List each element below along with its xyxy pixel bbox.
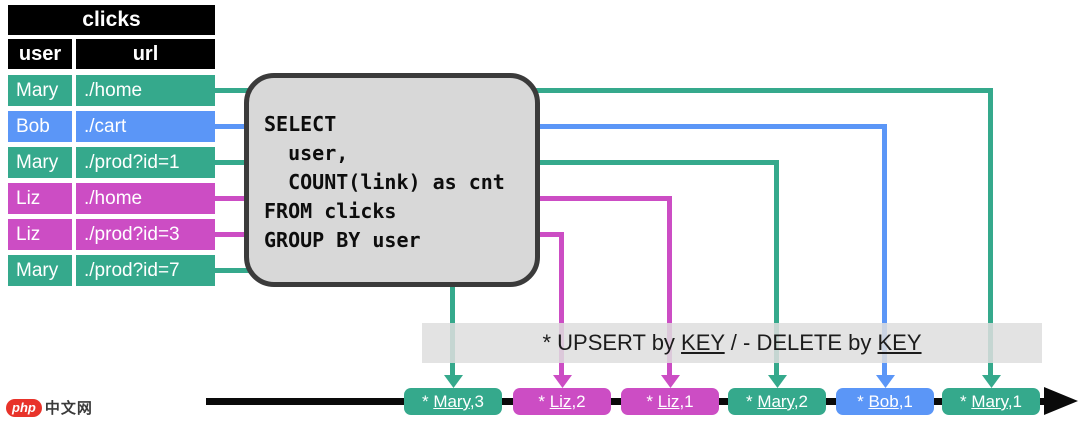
arrow-down-icon: [876, 375, 895, 388]
arrow-down-icon: [982, 375, 1001, 388]
column-header-user: user: [8, 39, 72, 69]
event-prefix: *: [857, 392, 869, 411]
event-name: Liz: [549, 392, 572, 411]
timeline-arrow-icon: [1044, 387, 1078, 415]
band-text: / - DELETE by: [724, 330, 878, 355]
event-box: * Liz,1: [621, 388, 719, 415]
connector-line: [667, 196, 672, 377]
arrow-down-icon: [661, 375, 680, 388]
connector-line: [559, 232, 564, 377]
event-box: * Bob,1: [836, 388, 934, 415]
table-cell-user: Bob: [8, 111, 72, 142]
event-count: ,3: [469, 392, 485, 411]
key-underlined: KEY: [877, 330, 922, 355]
sql-query-text: SELECT user, COUNT(link) as cnt FROM cli…: [264, 112, 505, 252]
event-prefix: *: [745, 392, 758, 411]
event-name: Liz: [657, 392, 680, 411]
event-name: Mary: [757, 392, 794, 411]
table-title: clicks: [8, 5, 215, 35]
event-prefix: *: [959, 392, 972, 411]
connector-line: [215, 88, 993, 93]
event-box: * Liz,2: [513, 388, 611, 415]
table-cell-user: Liz: [8, 219, 72, 250]
sql-query-box: SELECT user, COUNT(link) as cnt FROM cli…: [244, 73, 540, 287]
event-count: ,2: [793, 392, 809, 411]
table-cell-user: Mary: [8, 75, 72, 106]
connector-line: [988, 88, 993, 377]
connector-line: [882, 124, 887, 377]
event-count: ,2: [571, 392, 586, 411]
arrow-down-icon: [444, 375, 463, 388]
event-box: * Mary,1: [942, 388, 1040, 415]
connector-line: [215, 124, 887, 129]
band-text: * UPSERT by: [542, 330, 682, 355]
watermark-text: 中文网: [44, 400, 93, 417]
event-count: ,1: [679, 392, 694, 411]
event-name: Mary: [433, 392, 470, 411]
event-box: * Mary,2: [728, 388, 826, 415]
event-count: ,1: [898, 392, 913, 411]
event-box: * Mary,3: [404, 388, 502, 415]
column-header-url: url: [76, 39, 215, 69]
table-cell-url: ./prod?id=7: [76, 255, 215, 286]
event-name: Mary: [971, 392, 1008, 411]
event-prefix: *: [421, 392, 434, 411]
arrow-down-icon: [553, 375, 572, 388]
table-cell-url: ./prod?id=3: [76, 219, 215, 250]
event-prefix: *: [538, 392, 550, 411]
table-cell-user: Mary: [8, 255, 72, 286]
table-cell-url: ./cart: [76, 111, 215, 142]
table-cell-url: ./home: [76, 75, 215, 106]
table-cell-user: Mary: [8, 147, 72, 178]
arrow-down-icon: [768, 375, 787, 388]
event-prefix: *: [646, 392, 658, 411]
event-name: Bob: [868, 392, 899, 411]
table-cell-user: Liz: [8, 183, 72, 214]
connector-line: [774, 160, 779, 377]
upsert-delete-note: * UPSERT by KEY / - DELETE by KEY: [422, 323, 1042, 363]
event-count: ,1: [1007, 392, 1023, 411]
watermark: php 中文网: [6, 397, 93, 418]
key-underlined: KEY: [681, 330, 725, 355]
php-logo-icon: php: [6, 398, 42, 417]
table-cell-url: ./home: [76, 183, 215, 214]
connector-line: [450, 268, 455, 377]
table-cell-url: ./prod?id=1: [76, 147, 215, 178]
